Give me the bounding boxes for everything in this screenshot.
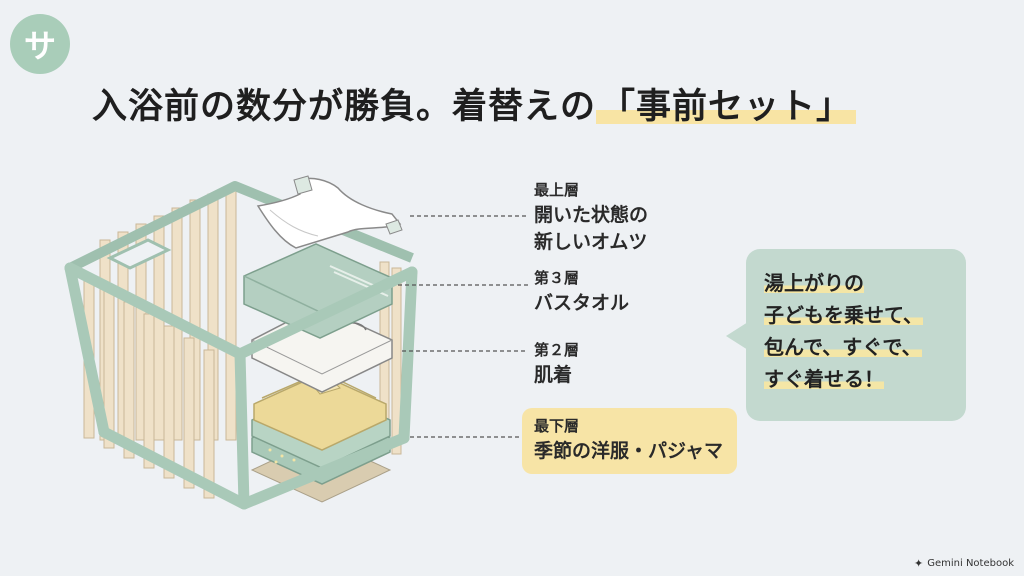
speech-bubble-tail <box>726 322 748 350</box>
logo-badge-char: サ <box>23 27 56 65</box>
footer-brand: ✦ Gemini Notebook <box>914 557 1014 570</box>
diaper-layer <box>256 175 403 249</box>
layer-top-sub: 最上層 <box>534 181 580 199</box>
layer-second-line-1: 肌着 <box>534 363 573 386</box>
layer-label-second: 第２層 肌着 <box>534 340 579 389</box>
page-title: 入浴前の数分が勝負。着替えの「事前セット」 <box>92 78 857 129</box>
footer-brand-text: Gemini Notebook <box>927 558 1014 569</box>
leader-lines <box>398 215 528 438</box>
logo-badge: サ <box>10 14 70 74</box>
basket-front-frame <box>64 262 418 510</box>
basket-handle-hole <box>106 238 172 270</box>
layer-top-line-1: 開いた状態の <box>534 203 649 226</box>
bubble-line-2: 子どもを乗せて、 <box>764 303 923 327</box>
layer-label-top: 最上層 開いた状態の 新しいオムツ <box>534 180 648 257</box>
layer-label-third: 第３層 バスタオル <box>534 268 629 317</box>
basket-back-frame <box>67 181 414 273</box>
layer-third-line-1: バスタオル <box>534 291 630 314</box>
speech-bubble: 湯上がりの 子どもを乗せて、 包んで、すぐで、 すぐ着せる！ <box>746 249 966 421</box>
title-main: 入浴前の数分が勝負。着替えの <box>92 87 597 127</box>
layer-bottom-sub: 最下層 <box>534 417 580 435</box>
layer-label-bottom: 最下層 季節の洋服・パジャマ <box>522 408 737 474</box>
layer-second-sub: 第２層 <box>534 341 580 359</box>
layer-bottom-line-1: 季節の洋服・パジャマ <box>534 439 724 462</box>
layer-third-sub: 第３層 <box>534 269 580 287</box>
sparkle-icon: ✦ <box>914 557 924 570</box>
bubble-line-4: すぐ着せる！ <box>764 367 884 391</box>
layer-top-line-2: 新しいオムツ <box>534 231 648 254</box>
bubble-line-1: 湯上がりの <box>764 271 864 295</box>
clothes-stack-bottom <box>250 371 392 503</box>
bubble-line-3: 包んで、すぐで、 <box>764 335 922 359</box>
title-highlight: 「事前セット」 <box>596 87 857 127</box>
